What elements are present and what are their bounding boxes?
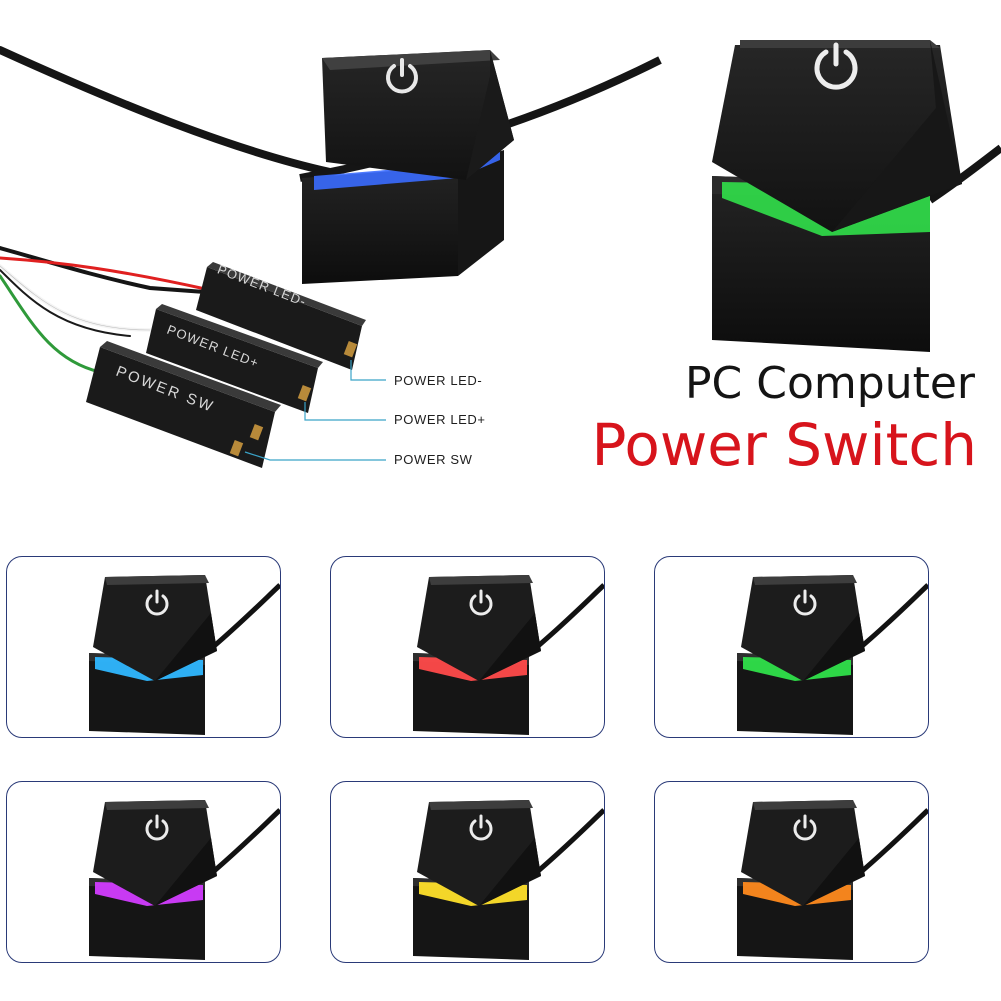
callout-power-led-plus: POWER LED+ (394, 412, 486, 427)
cable-icon (529, 583, 604, 654)
power-switch-green (737, 575, 928, 735)
power-icon (145, 814, 169, 841)
variant-panel (330, 556, 605, 738)
power-icon (793, 589, 817, 616)
power-icon (469, 589, 493, 616)
power-switch-hero-green (712, 40, 1001, 352)
power-switch-hero-blue (299, 50, 662, 284)
variant-panel (6, 556, 281, 738)
headline-line-2: Power Switch (591, 411, 977, 479)
cable-icon (205, 808, 280, 879)
cable-icon (853, 808, 928, 879)
power-switch-yellow (413, 800, 604, 960)
headline-line-1: PC Computer (685, 358, 975, 409)
callout-line-led-plus (304, 402, 386, 421)
variant-panel (330, 781, 605, 963)
cable-icon (853, 583, 928, 654)
power-icon (793, 814, 817, 841)
variant-panel (654, 781, 929, 963)
callout-power-sw: POWER SW (394, 452, 473, 467)
callout-power-led-minus: POWER LED- (394, 373, 483, 388)
power-switch-orange (737, 800, 928, 960)
power-switch-red (413, 575, 604, 735)
power-icon (386, 58, 418, 94)
connector-block-power-led-plus: POWER LED+ (146, 304, 323, 413)
power-icon (469, 814, 493, 841)
variant-panel (6, 781, 281, 963)
power-icon (145, 589, 169, 616)
variant-panel (654, 556, 929, 738)
callout-line-sw (244, 451, 386, 461)
cable-icon (0, 46, 334, 374)
cable-icon (529, 808, 604, 879)
callout-line-led-minus (350, 360, 386, 381)
product-hero-illustration: POWER LED- POWER LED+ POWER SW (0, 40, 1001, 468)
power-switch-cyan (89, 575, 280, 735)
power-switch-purple (89, 800, 280, 960)
callout-lines (244, 360, 386, 461)
power-icon (814, 42, 858, 90)
cable-icon (205, 583, 280, 654)
